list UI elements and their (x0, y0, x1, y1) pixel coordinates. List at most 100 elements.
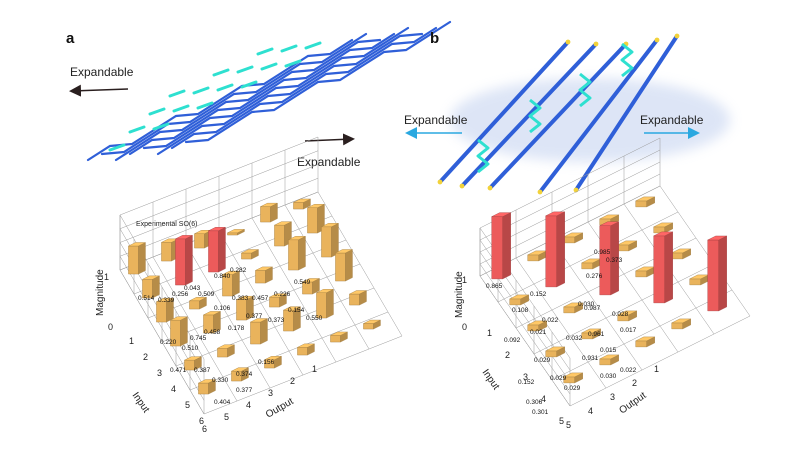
panel-b-coupler (620, 42, 634, 78)
bar-value-label: 0.032 (566, 335, 583, 342)
bar (227, 229, 245, 236)
bar-value-label: 0.373 (268, 317, 285, 324)
chart-so5-output-tick: 5 (566, 420, 571, 430)
chart-so6-output-tick: 6 (202, 424, 207, 434)
chart-so5-input-tick: 5 (559, 416, 564, 426)
panel-b-waveguide (574, 34, 679, 192)
bar-value-label: 0.931 (582, 355, 599, 362)
panel-a-left-arrow (69, 84, 129, 97)
bar (617, 240, 637, 252)
bar (491, 212, 511, 280)
bar-value-label: 0.301 (532, 409, 549, 416)
panel-a-coupler (216, 83, 234, 92)
bar (563, 302, 583, 314)
panel-a-coupler (260, 62, 278, 71)
chart-so6-input-tick: 1 (129, 336, 134, 346)
bar (635, 266, 655, 278)
panel-a-coupler (192, 86, 210, 95)
bar (653, 222, 673, 234)
bar (581, 328, 601, 340)
chart-so5-output-tick: 1 (654, 364, 659, 374)
bar (335, 249, 353, 282)
bar (184, 356, 202, 371)
bar-value-label: 0.985 (594, 249, 611, 256)
panel-b-port (593, 41, 599, 47)
panel-a-right-arrow (304, 133, 355, 146)
bar (363, 319, 381, 330)
panel-b-port (437, 179, 443, 185)
bar (635, 196, 655, 208)
bar-value-label: 0.043 (184, 285, 201, 292)
bar-value-label: 0.029 (550, 375, 567, 382)
bar-value-label: 0.514 (138, 295, 155, 302)
bar (293, 198, 311, 210)
bar (231, 367, 249, 382)
bar (302, 278, 320, 295)
chart-so6-output-tick: 2 (290, 376, 295, 386)
panel-a-expand-right-label: Expandable (297, 155, 361, 169)
bar (316, 288, 334, 319)
panel-b-port (573, 187, 579, 193)
panel-a-coupler (212, 68, 230, 77)
bar-value-label: 0.404 (214, 399, 231, 406)
chart-so5-ztick-0: 0 (462, 322, 467, 332)
panel-b-waveguide-lattice (437, 33, 680, 195)
bar-value-label: 0.029 (534, 357, 551, 364)
bar (161, 238, 179, 262)
bar-value-label: 0.021 (530, 329, 547, 336)
bar-value-label: 0.108 (512, 307, 529, 314)
bar-value-label: 0.840 (214, 273, 231, 280)
panel-b-waveguide (488, 42, 628, 190)
panel-b-port (654, 37, 660, 43)
bar (307, 203, 325, 234)
chart-so6-input-tick: 5 (185, 400, 190, 410)
bar-value-label: 0.550 (306, 315, 323, 322)
bar-value-label: 0.030 (578, 301, 595, 308)
panel-a-coupler (284, 59, 302, 68)
panel-b-coupler (476, 138, 490, 174)
chart-so5-grid (479, 137, 751, 407)
bar (545, 346, 565, 358)
panel-a-expand-left-label: Expandable (70, 65, 134, 79)
panel-a-coupler (280, 44, 298, 53)
panel-b-port (487, 185, 493, 191)
bar-value-label: 0.377 (246, 313, 263, 320)
chart-so5-input-tick: 4 (541, 394, 546, 404)
bar-value-label: 0.961 (588, 331, 605, 338)
chart-so5-input-tick: 2 (505, 350, 510, 360)
panel-a-waveguide-mesh (86, 20, 452, 162)
bar-value-label: 0.092 (504, 337, 521, 344)
bar-value-label: 0.509 (198, 291, 215, 298)
bar-value-label: 0.282 (230, 267, 247, 274)
bar-value-label: 0.510 (182, 345, 199, 352)
chart-so6-input-tick: 4 (171, 384, 176, 394)
bar (283, 306, 301, 332)
bar (241, 249, 259, 260)
panel-a-coupler (240, 80, 258, 89)
bar-value-label: 0.865 (486, 283, 503, 290)
chart-so6-ylabel: Input (130, 390, 152, 415)
panel-b-port (459, 183, 465, 189)
bar-value-label: 0.154 (288, 307, 305, 314)
bar (321, 222, 339, 258)
bar (671, 248, 691, 260)
bar (563, 372, 583, 384)
bar (509, 294, 529, 306)
bar (635, 336, 655, 348)
bar (170, 316, 188, 347)
chart-so5-output-tick: 3 (610, 392, 615, 402)
panel-b-coupler (578, 72, 592, 108)
panel-a-coupler (152, 122, 170, 131)
chart-so5-xlabel: Output (617, 390, 648, 416)
bar (707, 235, 727, 312)
bar (349, 290, 367, 306)
panel-b-waveguide (438, 40, 570, 184)
bar (128, 242, 146, 275)
chart-so5-ylabel: Input (480, 367, 502, 392)
bar-value-label: 0.374 (236, 371, 253, 378)
panel-a-coupler (128, 125, 146, 134)
chart-so6-xlabel: Output (264, 396, 296, 421)
